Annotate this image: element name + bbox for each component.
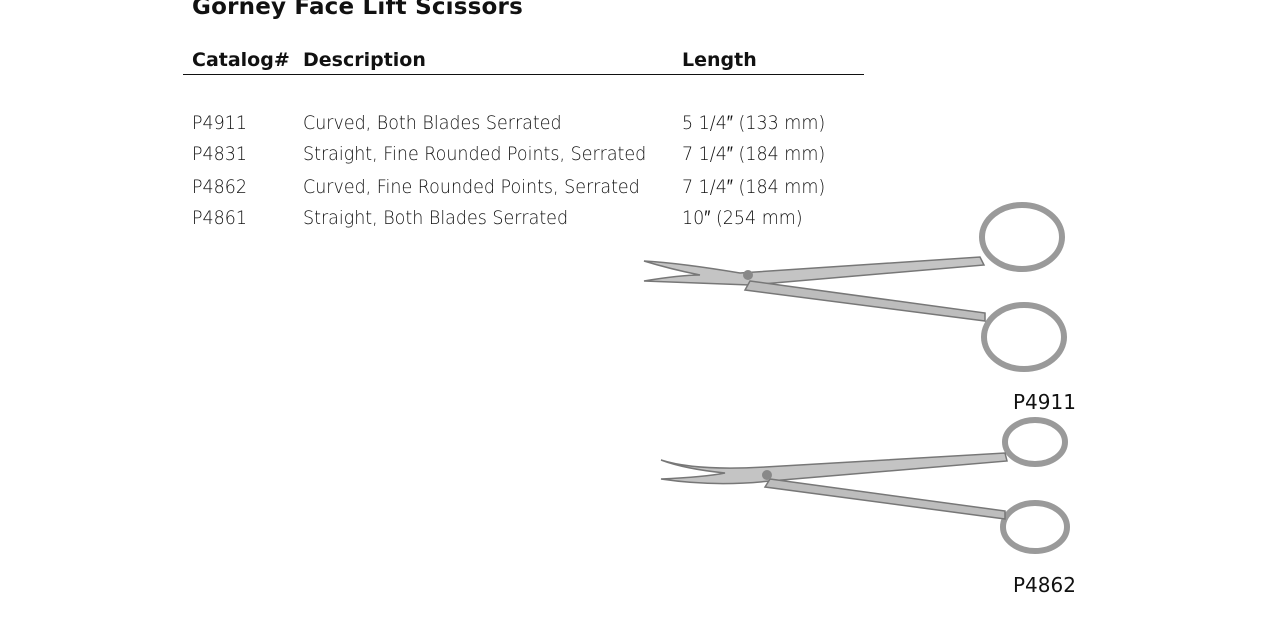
catalog-cell: P4862 <box>192 176 248 198</box>
image-label-p4862: P4862 <box>1013 573 1076 597</box>
description-cell: Curved, Fine Rounded Points, Serrated <box>303 176 640 198</box>
length-cell: 7 1/4″ (184 mm) <box>682 143 826 165</box>
header-description: Description <box>303 49 426 71</box>
page-title: Gorney Face Lift Scissors <box>192 0 523 20</box>
header-length: Length <box>682 49 757 71</box>
length-cell: 7 1/4″ (184 mm) <box>682 176 826 198</box>
scissors-p4911-image <box>643 202 1067 372</box>
length-cell: 5 1/4″ (133 mm) <box>682 112 826 134</box>
image-label-p4911: P4911 <box>1013 390 1076 414</box>
description-cell: Curved, Both Blades Serrated <box>303 112 562 134</box>
description-cell: Straight, Fine Rounded Points, Serrated <box>303 143 647 165</box>
scissors-p4862-image <box>660 417 1070 554</box>
header-catalog: Catalog# <box>192 49 290 71</box>
catalog-cell: P4861 <box>192 207 248 229</box>
catalog-cell: P4911 <box>192 112 248 134</box>
length-cell: 10″ (254 mm) <box>682 207 803 229</box>
catalog-cell: P4831 <box>192 143 248 165</box>
description-cell: Straight, Both Blades Serrated <box>303 207 569 229</box>
header-divider <box>183 74 864 75</box>
